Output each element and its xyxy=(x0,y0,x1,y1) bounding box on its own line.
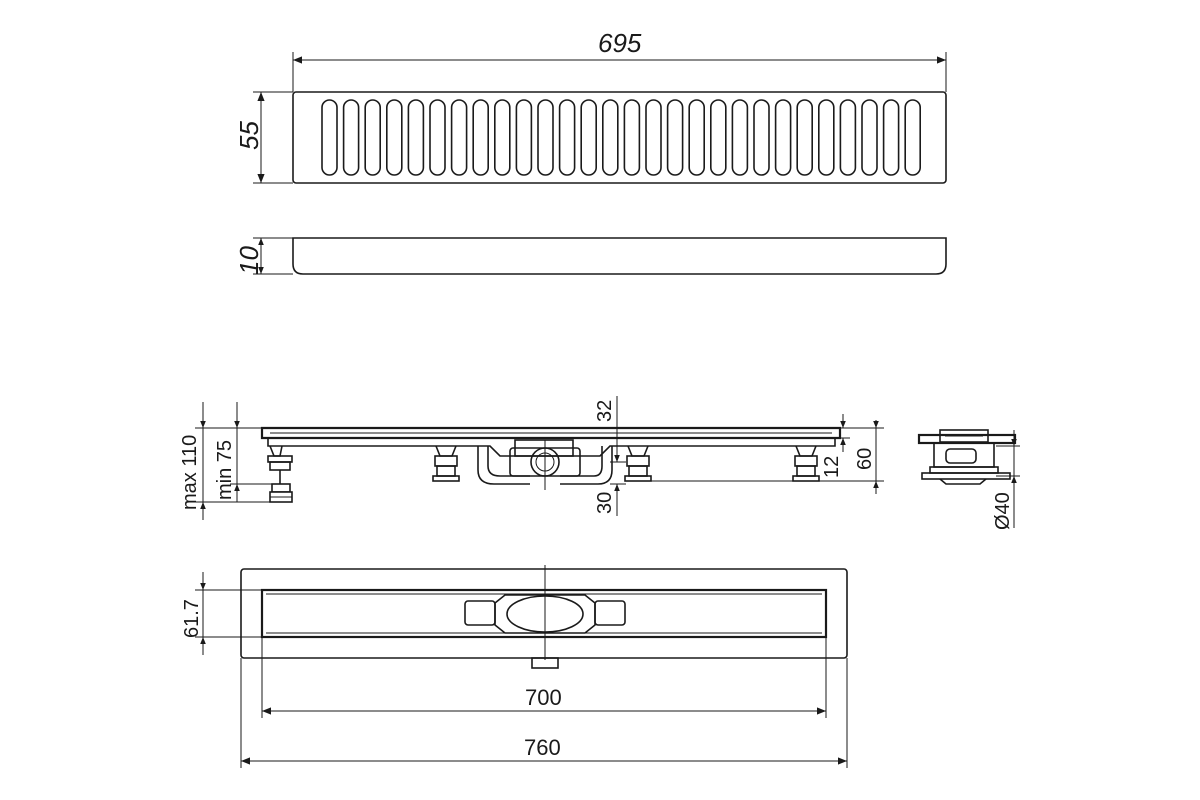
grate-slot xyxy=(321,99,338,176)
dim-height-max: max 110 xyxy=(179,435,201,510)
grate-side-view: 10 xyxy=(234,237,947,275)
dim-30: 30 xyxy=(594,492,616,514)
dim-outlet-diameter: Ø40 xyxy=(992,492,1014,530)
grate-slot xyxy=(537,99,554,176)
grate-slot xyxy=(688,99,706,176)
grate-slot xyxy=(407,99,425,176)
dim-grate-width: 55 xyxy=(234,121,264,150)
dim-12: 12 xyxy=(821,456,843,478)
grate-slot xyxy=(904,99,922,176)
grate-slot xyxy=(429,99,446,176)
grate-slot xyxy=(450,99,468,176)
grate-slot xyxy=(839,99,857,176)
dim-channel-length: 700 xyxy=(525,685,562,710)
grate-top-view: 695 55 xyxy=(234,28,947,184)
dim-grate-length: 695 xyxy=(598,28,642,58)
grate-slot xyxy=(861,99,878,176)
grate-slot xyxy=(796,99,814,176)
dim-60: 60 xyxy=(854,448,876,470)
grate-slot xyxy=(753,99,770,176)
grate-slot xyxy=(493,99,511,176)
grate-slot xyxy=(645,99,662,176)
grate-slot xyxy=(774,99,792,176)
grate-slot xyxy=(731,99,749,176)
channel-side-section: Ø40 xyxy=(917,429,1020,530)
grate-slots xyxy=(321,99,922,176)
foot-right xyxy=(792,445,820,482)
channel-plan-view: 61.7 700 760 xyxy=(181,565,848,768)
grate-slot xyxy=(515,99,533,176)
grate-slot xyxy=(364,99,382,176)
dim-frame-length: 760 xyxy=(524,735,561,760)
grate-slot xyxy=(709,99,727,176)
grate-slot xyxy=(666,99,684,176)
grate-slot xyxy=(342,99,360,176)
grate-slot xyxy=(601,99,619,176)
dim-channel-width: 61.7 xyxy=(181,599,203,638)
grate-slot xyxy=(385,99,403,176)
grate-slot xyxy=(817,99,835,176)
channel-front-view: max 110 min 75 32 30 12 60 xyxy=(179,396,884,520)
dim-grate-thickness: 10 xyxy=(234,246,264,275)
grate-slot xyxy=(558,99,576,176)
grate-slot xyxy=(472,99,490,176)
siphon-outlet xyxy=(477,439,613,490)
dim-height-min: min 75 xyxy=(214,440,236,500)
dim-32: 32 xyxy=(594,400,616,422)
grate-slot xyxy=(580,99,598,176)
foot-middle-left xyxy=(432,445,460,482)
grate-slot xyxy=(882,99,900,176)
foot-left xyxy=(267,445,293,503)
grate-slot xyxy=(623,99,641,176)
